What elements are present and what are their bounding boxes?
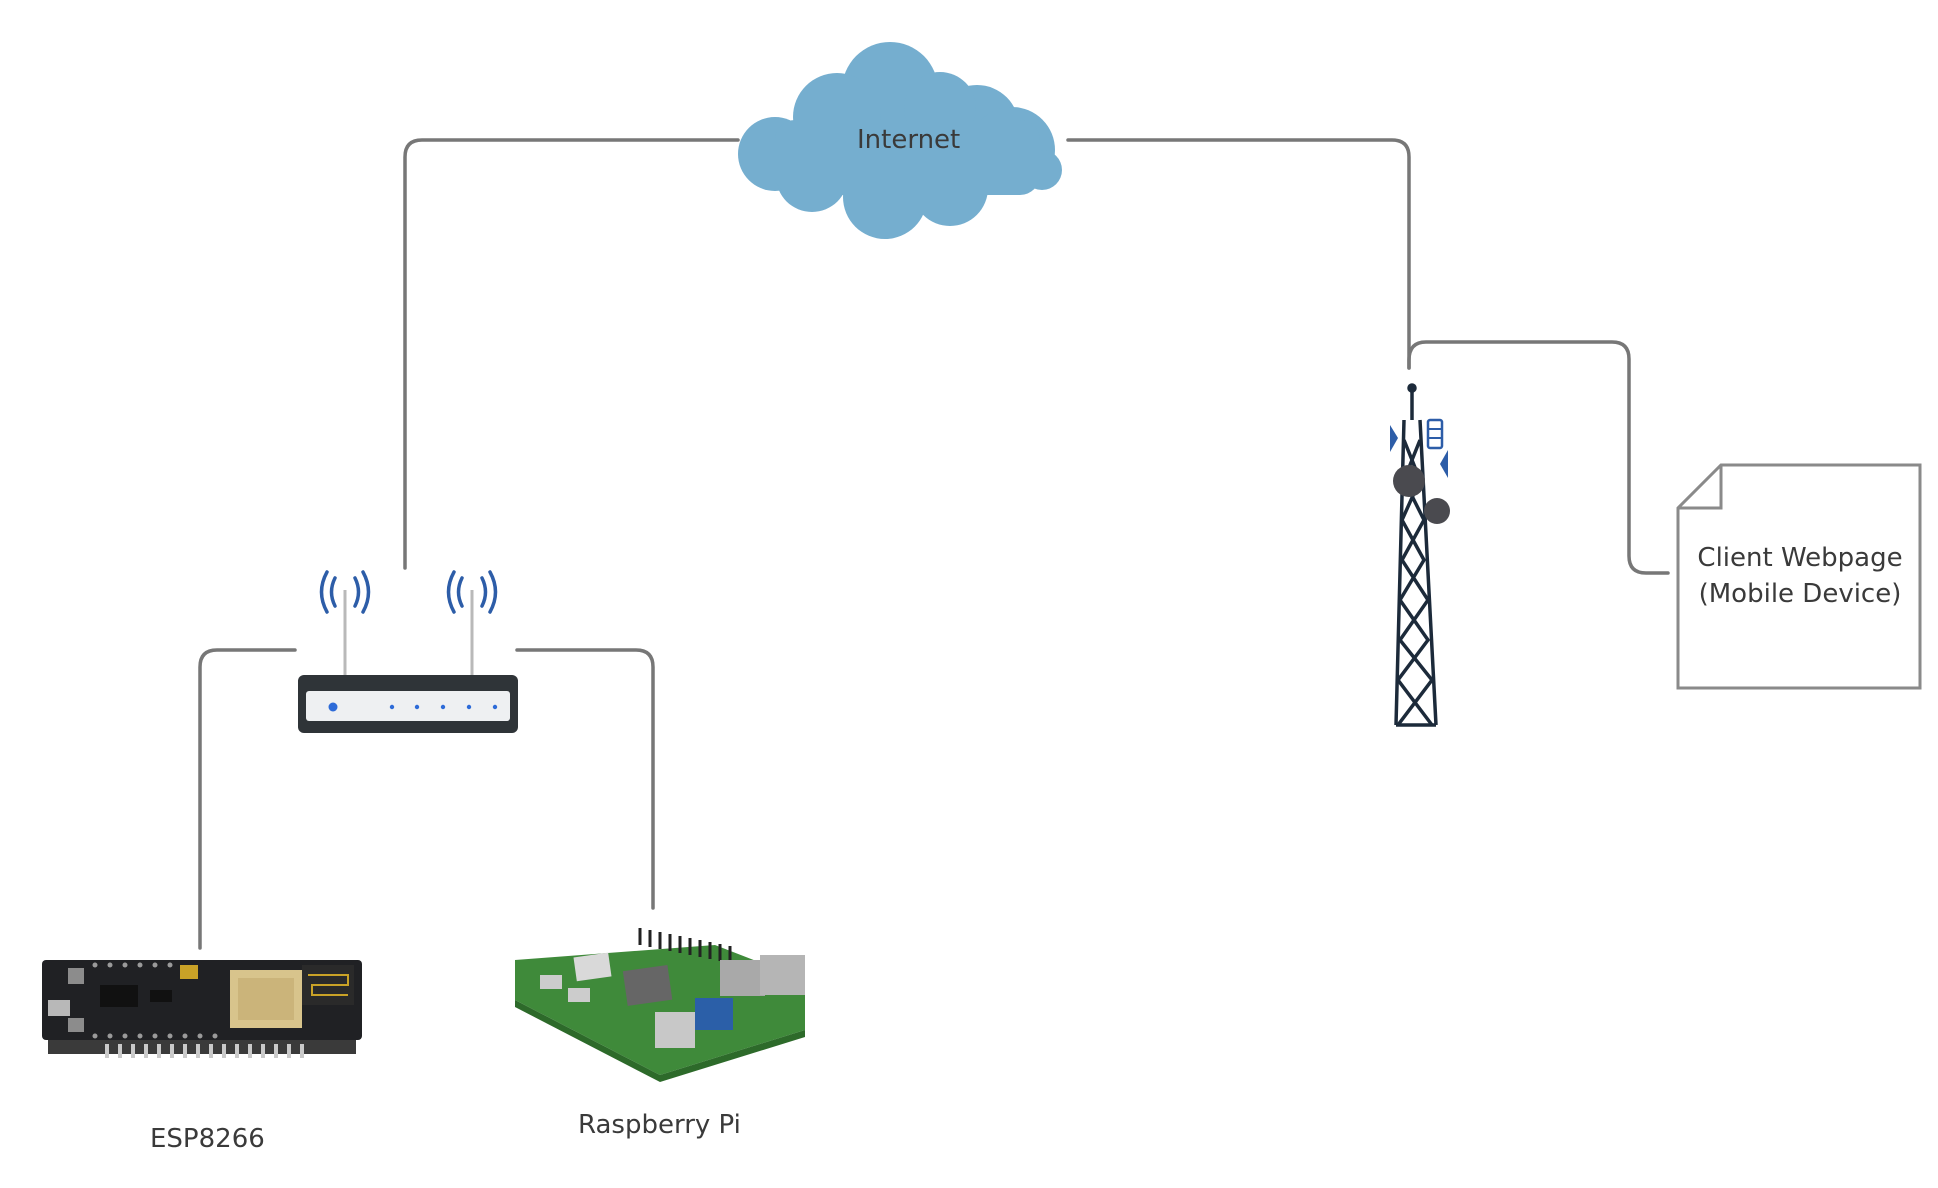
raspberry-pi-label: Raspberry Pi bbox=[578, 1110, 741, 1140]
raspberry-pi-board-image bbox=[515, 928, 805, 1082]
edge-router-internet bbox=[403, 138, 740, 570]
document-icon bbox=[1676, 463, 1922, 690]
wifi-router-icon bbox=[298, 570, 518, 733]
wifi-signal-icon bbox=[319, 570, 498, 614]
client-label-line1: Client Webpage bbox=[1697, 543, 1903, 573]
edge-tower-client bbox=[1407, 340, 1670, 575]
esp8266-label: ESP8266 bbox=[150, 1124, 265, 1154]
edge-router-esp8266 bbox=[198, 648, 297, 950]
client-label-line2: (Mobile Device) bbox=[1698, 579, 1902, 609]
cloud-icon bbox=[738, 42, 1062, 239]
cell-tower-icon bbox=[1390, 383, 1450, 727]
esp8266-board-image bbox=[42, 960, 362, 1058]
internet-label: Internet bbox=[857, 125, 961, 155]
edge-internet-tower bbox=[1066, 138, 1411, 370]
edge-router-raspberry-pi bbox=[515, 648, 655, 910]
